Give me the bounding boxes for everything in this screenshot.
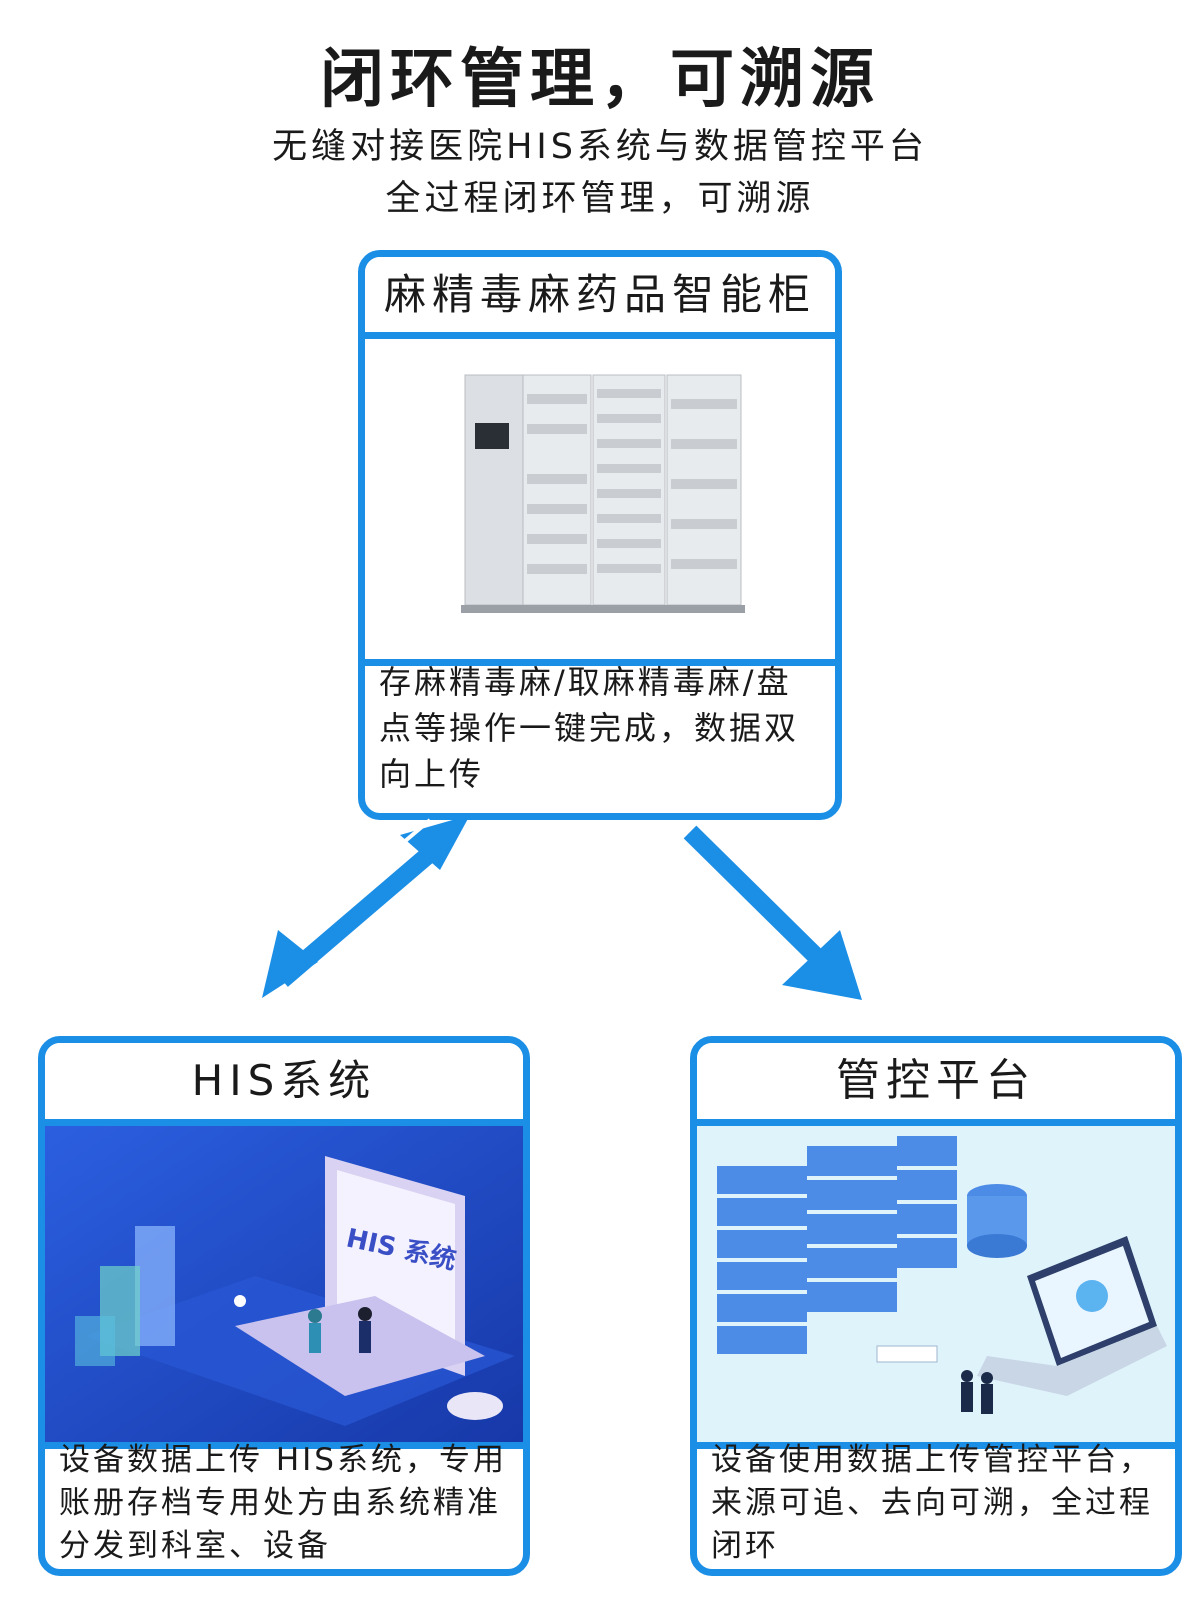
cabinet-card: 麻精毒麻药品智能柜 存麻精毒麻/取麻精毒麻/ (358, 250, 842, 820)
his-image: HIS 系统 (45, 1119, 523, 1449)
cabinet-card-description: 存麻精毒麻/取麻精毒麻/盘点等操作一键完成，数据双向上传 (379, 663, 800, 793)
subtitle-line-1: 无缝对接医院HIS系统与数据管控平台 (272, 127, 928, 167)
platform-image (697, 1119, 1175, 1449)
double-arrow-icon (262, 815, 470, 998)
his-card: HIS系统 HIS 系统 设备数据上传 HIS系统，专用账册存档专用处方由系统精… (38, 1036, 530, 1576)
page-title: 闭环管理，可溯源 (320, 43, 880, 117)
platform-card: 管控平台 (690, 1036, 1182, 1576)
platform-card-description: 设备使用数据上传管控平台，来源可追、去向可溯，全过程闭环 (711, 1442, 1153, 1564)
subtitle-line-2: 全过程闭环管理，可溯源 (385, 179, 815, 219)
his-card-description: 设备数据上传 HIS系统，专用账册存档专用处方由系统精准分发到科室、设备 (59, 1442, 507, 1564)
his-card-title: HIS系统 (45, 1043, 523, 1119)
cabinet-card-title: 麻精毒麻药品智能柜 (365, 257, 835, 332)
platform-card-title: 管控平台 (697, 1043, 1175, 1119)
arrow-down-right-icon (683, 825, 862, 1000)
cabinet-image (365, 332, 835, 666)
